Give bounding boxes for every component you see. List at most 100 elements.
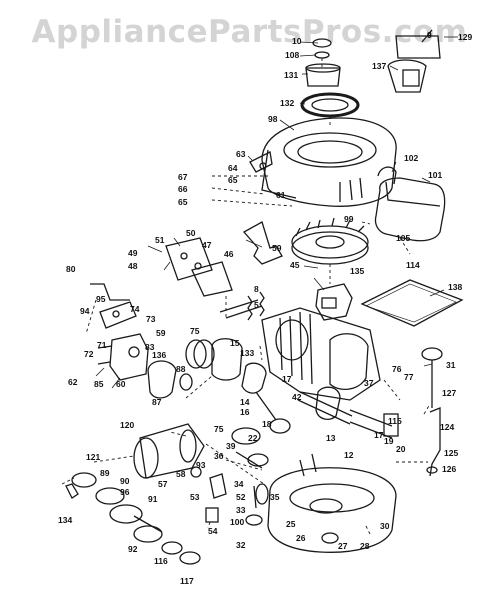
part-callout[interactable]: 53 — [190, 492, 200, 502]
part-callout[interactable]: 95 — [96, 294, 106, 304]
part-callout[interactable]: 57 — [158, 479, 168, 489]
part-callout[interactable]: 66 — [178, 184, 188, 194]
part-callout[interactable]: 131 — [284, 70, 298, 80]
part-callout[interactable]: 59 — [272, 243, 282, 253]
part-callout[interactable]: 100 — [230, 517, 244, 527]
part-callout[interactable]: 65 — [228, 175, 238, 185]
part-callout[interactable]: 62 — [68, 377, 78, 387]
part-callout[interactable]: 64 — [228, 163, 238, 173]
part-callout[interactable]: 45 — [290, 260, 300, 270]
part-callout[interactable]: 12 — [344, 450, 354, 460]
part-callout[interactable]: 54 — [208, 526, 218, 536]
part-callout[interactable]: 93 — [196, 460, 206, 470]
part-callout[interactable]: 16 — [240, 407, 250, 417]
part-callout[interactable]: 52 — [236, 492, 246, 502]
part-callout[interactable]: 31 — [446, 360, 456, 370]
part-callout[interactable]: 137 — [372, 61, 386, 71]
part-callout[interactable]: 129 — [458, 32, 472, 42]
part-callout[interactable]: 34 — [234, 479, 244, 489]
part-callout[interactable]: 28 — [360, 541, 370, 551]
part-callout[interactable]: 90 — [120, 476, 130, 486]
part-callout[interactable]: 99 — [344, 214, 354, 224]
part-callout[interactable]: 115 — [388, 416, 402, 426]
part-callout[interactable]: 51 — [155, 235, 165, 245]
part-callout[interactable]: 26 — [296, 533, 306, 543]
part-callout[interactable]: 50 — [186, 228, 196, 238]
part-callout[interactable]: 14 — [240, 397, 250, 407]
part-callout[interactable]: 49 — [128, 248, 138, 258]
part-callout[interactable]: 77 — [404, 372, 414, 382]
part-callout[interactable]: 114 — [406, 260, 420, 270]
part-callout[interactable]: 133 — [240, 348, 254, 358]
part-callout[interactable]: 46 — [224, 249, 234, 259]
part-callout[interactable]: 18 — [262, 419, 272, 429]
part-callout[interactable]: 126 — [442, 464, 456, 474]
part-callout[interactable]: 17 — [374, 430, 384, 440]
part-callout[interactable]: 15 — [230, 338, 240, 348]
part-callout[interactable]: 74 — [130, 304, 140, 314]
part-callout[interactable]: 91 — [148, 494, 158, 504]
part-callout[interactable]: 27 — [338, 541, 348, 551]
leader-lines — [95, 36, 458, 389]
part-callout[interactable]: 61 — [276, 190, 286, 200]
part-callout[interactable]: 10 — [292, 36, 302, 46]
part-callout[interactable]: 80 — [66, 264, 76, 274]
part-callout[interactable]: 47 — [202, 240, 212, 250]
part-callout[interactable]: 39 — [226, 441, 236, 451]
part-callout[interactable]: 125 — [444, 448, 458, 458]
part-callout[interactable]: 94 — [80, 306, 90, 316]
part-callout[interactable]: 59 — [156, 328, 166, 338]
part-callout[interactable]: 35 — [270, 492, 280, 502]
part-callout[interactable]: 96 — [120, 487, 130, 497]
part-callout[interactable]: 127 — [442, 388, 456, 398]
part-callout[interactable]: 136 — [152, 350, 166, 360]
part-callout[interactable]: 20 — [396, 444, 406, 454]
part-callout[interactable]: 19 — [384, 436, 394, 446]
part-callout[interactable]: 75 — [214, 424, 224, 434]
part-callout[interactable]: 138 — [448, 282, 462, 292]
part-callout[interactable]: 60 — [116, 379, 126, 389]
part-callout[interactable]: 63 — [236, 149, 246, 159]
part-callout[interactable]: 58 — [176, 469, 186, 479]
part-callout[interactable]: 108 — [285, 50, 299, 60]
part-callout[interactable]: 75 — [190, 326, 200, 336]
part-callout[interactable]: 83 — [145, 342, 155, 352]
part-callout[interactable]: 22 — [248, 433, 258, 443]
part-callout[interactable]: 36 — [214, 451, 224, 461]
part-callout[interactable]: 9 — [427, 30, 432, 40]
part-callout[interactable]: 76 — [392, 364, 402, 374]
part-callout[interactable]: 105 — [396, 233, 410, 243]
part-callout[interactable]: 17 — [282, 374, 292, 384]
part-callout[interactable]: 5 — [254, 300, 259, 310]
part-callout[interactable]: 85 — [94, 379, 104, 389]
part-callout[interactable]: 71 — [97, 340, 107, 350]
part-callout[interactable]: 67 — [178, 172, 188, 182]
part-callout[interactable]: 89 — [100, 468, 110, 478]
part-callout[interactable]: 48 — [128, 261, 138, 271]
part-callout[interactable]: 32 — [236, 540, 246, 550]
part-callout[interactable]: 120 — [120, 420, 134, 430]
part-callout[interactable]: 121 — [86, 452, 100, 462]
part-callout[interactable]: 73 — [146, 314, 156, 324]
part-callout[interactable]: 102 — [404, 153, 418, 163]
part-callout[interactable]: 132 — [280, 98, 294, 108]
part-callout[interactable]: 92 — [128, 544, 138, 554]
part-callout[interactable]: 134 — [58, 515, 72, 525]
part-callout[interactable]: 37 — [364, 378, 374, 388]
part-callout[interactable]: 25 — [286, 519, 296, 529]
part-callout[interactable]: 101 — [428, 170, 442, 180]
part-callout[interactable]: 124 — [440, 422, 454, 432]
part-callout[interactable]: 8 — [254, 284, 259, 294]
part-callout[interactable]: 65 — [178, 197, 188, 207]
part-callout[interactable]: 135 — [350, 266, 364, 276]
part-callout[interactable]: 117 — [180, 576, 194, 586]
part-callout[interactable]: 13 — [326, 433, 336, 443]
part-callout[interactable]: 116 — [154, 556, 168, 566]
part-callout[interactable]: 87 — [152, 397, 162, 407]
part-callout[interactable]: 72 — [84, 349, 94, 359]
part-callout[interactable]: 88 — [176, 364, 186, 374]
part-callout[interactable]: 30 — [380, 521, 390, 531]
part-callout[interactable]: 42 — [292, 392, 302, 402]
part-callout[interactable]: 98 — [268, 114, 278, 124]
part-callout[interactable]: 33 — [236, 505, 246, 515]
